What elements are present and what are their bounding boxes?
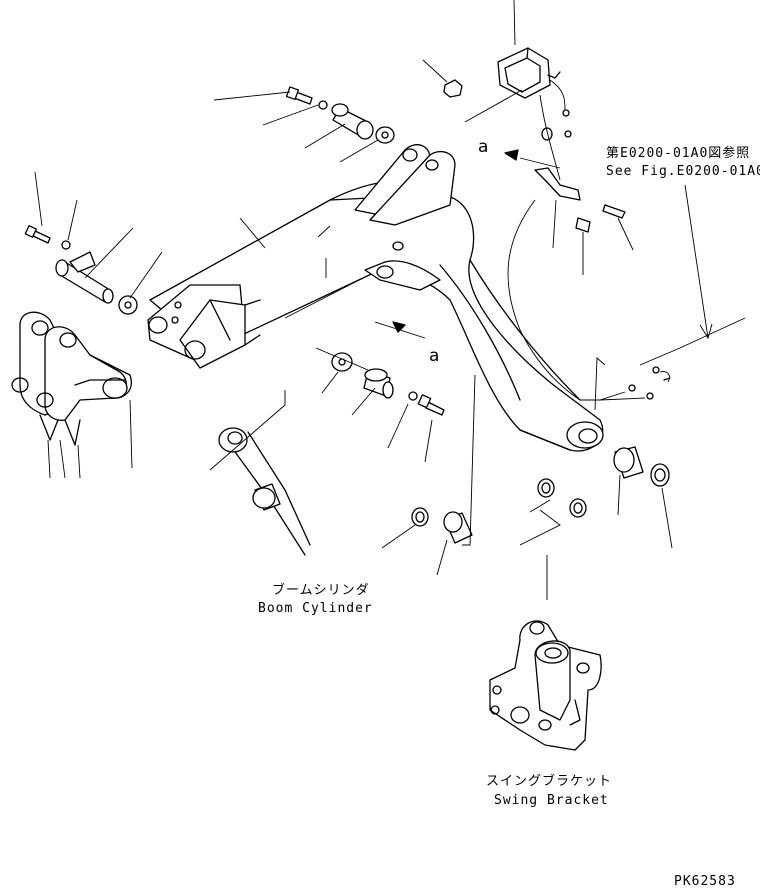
- bolt-left: [24, 225, 71, 250]
- arm-end: [11, 311, 132, 446]
- bolt-top: [285, 86, 328, 110]
- pin-mid: [363, 368, 394, 399]
- bolt-mid: [417, 394, 445, 416]
- nut-lamp: [443, 79, 463, 98]
- lamp-bracket: [534, 127, 626, 233]
- swing-bracket: [489, 620, 602, 751]
- ref-note-jp: 第E0200-01A0図参照: [606, 145, 750, 161]
- pin-top: [331, 103, 374, 140]
- bushings: [411, 446, 670, 544]
- leader-lines: [34, 0, 713, 600]
- boom-cylinder-label-en: Boom Cylinder: [258, 601, 373, 616]
- swing-bracket-label-en: Swing Bracket: [494, 793, 609, 808]
- ref-note-en: See Fig.E0200-01A0: [606, 164, 760, 179]
- washer-mid: [331, 352, 353, 372]
- work-lamp: [497, 47, 570, 117]
- boom-cylinder-label-jp: ブームシリンダ: [272, 582, 370, 598]
- marker-a-lower: a: [429, 346, 439, 366]
- swing-bracket-label-jp: スイングブラケット: [486, 773, 612, 789]
- pin-left: [55, 251, 114, 304]
- washer-top: [375, 126, 395, 144]
- boom-cylinder: [218, 427, 311, 556]
- drawing-number: PK62583: [674, 874, 736, 889]
- wire-harness: [507, 94, 746, 401]
- marker-a-upper: a: [478, 137, 488, 157]
- washer-left: [118, 295, 138, 315]
- washer-small: [408, 391, 418, 401]
- boom: [147, 144, 604, 452]
